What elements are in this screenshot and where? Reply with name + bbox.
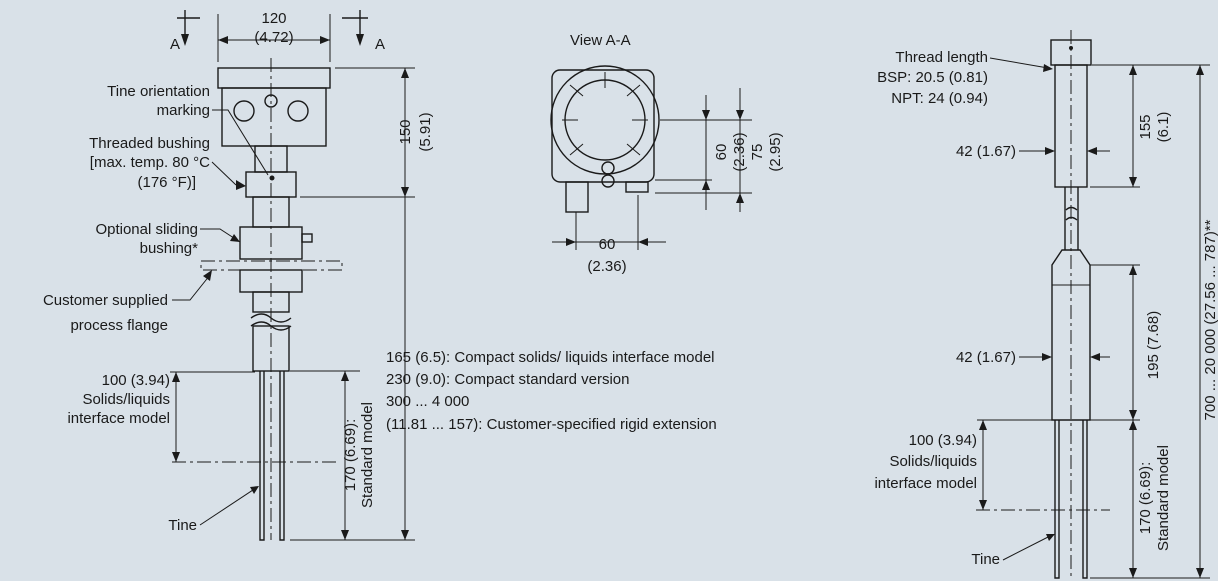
section-base: [625, 181, 649, 193]
section-screw-lower: [601, 174, 615, 188]
width-mm: 120: [261, 10, 286, 27]
height-in: (5.91): [417, 112, 434, 151]
diameter-bottom: 42 (1.67): [956, 349, 1016, 366]
standard-label: Standard model: [359, 402, 376, 508]
cable-break: [1065, 206, 1078, 221]
tine-orientation-leader: [212, 109, 269, 176]
flange-leader: [172, 274, 211, 301]
right-standard-dim: 170 (6.69):: [1137, 462, 1154, 535]
section-width-mm: 60: [599, 236, 616, 253]
right-interface-line2: interface model: [874, 475, 977, 492]
tine-orientation-line2: marking: [157, 102, 210, 119]
dim75-in: (2.95): [767, 132, 784, 171]
left-view: A A 120 (4.72) 150 (5.91) 170: [43, 10, 717, 541]
dim195: 195 (7.68): [1145, 311, 1162, 379]
section-screw: [601, 161, 615, 175]
section-housing-ring: [550, 65, 660, 175]
section-width-in: (2.36): [587, 258, 626, 275]
threaded-bushing-line2: [max. temp. 80 °C: [90, 154, 210, 171]
sliding-bushing: [239, 226, 303, 260]
housing-lid: [217, 67, 331, 89]
right-interface-dim: 100 (3.94): [909, 432, 977, 449]
sliding-bushing-line2: bushing*: [140, 240, 199, 257]
housing-screw-left: [233, 100, 255, 122]
threaded-bushing-leader: [211, 161, 237, 186]
sliding-bushing-line1: Optional sliding: [95, 221, 198, 238]
interface-line1: Solids/liquids: [82, 391, 170, 408]
section-view: View A-A 60 (2.36) 75 (2.95): [550, 32, 784, 275]
flange-line2: process flange: [70, 317, 168, 334]
right-tine-left: [1054, 420, 1060, 579]
length-option-4: (11.81 ... 157): Customer-specified rigi…: [386, 416, 717, 433]
interface-dim: 100 (3.94): [102, 372, 170, 389]
total-length: 700 ... 20 000 (27.56 ... 787)**: [1202, 219, 1218, 420]
threaded-bushing-line1: Threaded bushing: [89, 135, 210, 152]
section-marker-left-label: A: [170, 36, 180, 53]
shaft-middle: [252, 291, 290, 313]
height-mm: 150: [397, 119, 414, 144]
cable-gland: [565, 181, 589, 213]
standard-dim: 170 (6.69):: [342, 419, 359, 492]
tine-leader: [199, 487, 257, 526]
section-marker-right: [342, 10, 368, 46]
flange-line1: Customer supplied: [43, 292, 168, 309]
right-tine-label: Tine: [971, 551, 1000, 568]
housing-body: [221, 87, 327, 147]
shaft-break-top: [250, 313, 292, 323]
interface-line2: interface model: [67, 410, 170, 427]
dim60-in: (2.36): [731, 132, 748, 171]
tine-left: [259, 371, 265, 541]
dim155-mm: 155: [1137, 114, 1154, 139]
dim155-in: (6.1): [1155, 112, 1172, 143]
tine-orientation-mark: [269, 175, 275, 181]
cable: [1064, 187, 1079, 250]
thread-length-line2: BSP: 20.5 (0.81): [877, 69, 988, 86]
length-option-3: 300 ... 4 000: [386, 393, 469, 410]
bushing-screw: [301, 233, 313, 243]
right-tine-leader: [1002, 534, 1053, 561]
length-option-2: 230 (9.0): Compact standard version: [386, 371, 629, 388]
right-tine-right: [1082, 420, 1088, 579]
width-in: (4.72): [254, 29, 293, 46]
section-title: View A-A: [570, 32, 631, 49]
thread-length-leader: [989, 57, 1049, 69]
thread-length-line3: NPT: 24 (0.94): [891, 90, 988, 107]
diameter-top: 42 (1.67): [956, 143, 1016, 160]
length-option-1: 165 (6.5): Compact solids/ liquids inter…: [386, 349, 715, 366]
right-view: Thread length BSP: 20.5 (0.81) NPT: 24 (…: [874, 30, 1218, 579]
tine-orientation-line1: Tine orientation: [107, 83, 210, 100]
tine-label: Tine: [168, 517, 197, 534]
right-standard-label: Standard model: [1155, 445, 1172, 551]
housing-screw-right: [287, 100, 309, 122]
tine-right: [279, 371, 285, 541]
dim60-mm: 60: [713, 144, 730, 161]
dim75-mm: 75: [749, 144, 766, 161]
section-marker-right-label: A: [375, 36, 385, 53]
shaft-lower: [252, 325, 290, 372]
threaded-bushing-line3: (176 °F)]: [137, 174, 196, 191]
right-interface-line1: Solids/liquids: [889, 453, 977, 470]
section-marker-left: [177, 10, 200, 46]
thread-length-line1: Thread length: [895, 49, 988, 66]
